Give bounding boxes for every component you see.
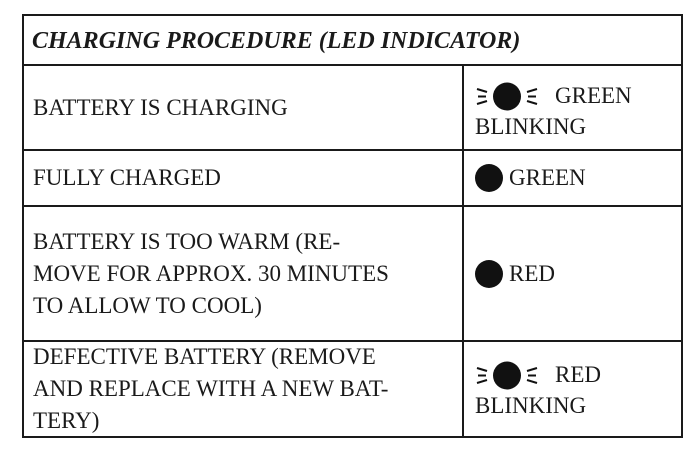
- condition-cell: DEFECTIVE BATTERY (REMOVE AND REPLACE WI…: [24, 342, 464, 436]
- led-state-label: BLINKING: [475, 393, 587, 418]
- led-cell: RED: [464, 207, 681, 340]
- condition-text-line: TO ALLOW TO COOL): [33, 292, 262, 318]
- led-dot-icon: [493, 82, 521, 111]
- condition-text-line: MOVE FOR APPROX. 30 MINUTES: [33, 260, 389, 286]
- condition-text: BATTERY IS CHARGING: [33, 94, 288, 120]
- led-dot-icon: [493, 361, 521, 390]
- led-cell: RED BLINKING: [464, 342, 681, 436]
- led-dot-icon: [475, 164, 503, 192]
- condition-cell: FULLY CHARGED: [24, 151, 464, 205]
- led-color-label: RED: [509, 261, 555, 286]
- table-row-fully-charged: FULLY CHARGED GREEN: [24, 151, 681, 207]
- led-dot-icon: [475, 260, 503, 288]
- condition-text-line: TERY): [33, 408, 100, 433]
- led-cell: GREEN BLINKING: [464, 66, 681, 149]
- led-state-label: BLINKING: [475, 114, 587, 139]
- condition-cell: BATTERY IS TOO WARM (RE- MOVE FOR APPROX…: [24, 207, 464, 340]
- condition-text: FULLY CHARGED: [33, 165, 221, 190]
- table-row-charging: BATTERY IS CHARGING: [24, 66, 681, 151]
- condition-text-line: AND REPLACE WITH A NEW BAT-: [33, 376, 389, 401]
- condition-text-line: BATTERY IS TOO WARM (RE-: [33, 228, 341, 254]
- table-row-too-warm: BATTERY IS TOO WARM (RE- MOVE FOR APPROX…: [24, 207, 681, 342]
- led-color-label: GREEN: [555, 83, 632, 108]
- condition-text-line: DEFECTIVE BATTERY (REMOVE: [33, 344, 376, 369]
- led-color-label: GREEN: [509, 165, 586, 190]
- blink-rays-icon: [476, 361, 538, 390]
- table-row-defective: DEFECTIVE BATTERY (REMOVE AND REPLACE WI…: [24, 342, 681, 436]
- led-cell: GREEN: [464, 151, 681, 205]
- table-title: CHARGING PROCEDURE (LED INDICATOR): [24, 16, 681, 66]
- led-indicator-table: CHARGING PROCEDURE (LED INDICATOR) BATTE…: [22, 14, 683, 438]
- blink-rays-icon: [476, 82, 538, 111]
- condition-cell: BATTERY IS CHARGING: [24, 66, 464, 149]
- led-color-label: RED: [555, 362, 601, 387]
